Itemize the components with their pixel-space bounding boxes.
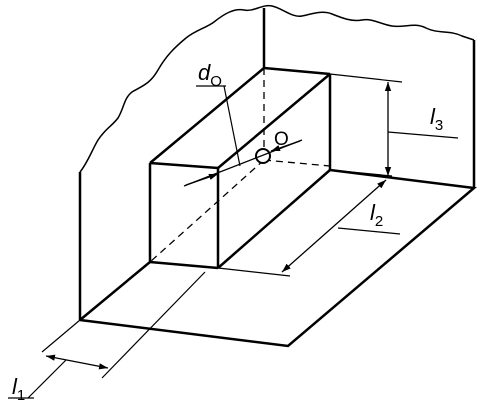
wall-break-line [79,4,475,173]
box-front-bottom-edge [149,260,219,270]
l2-leader [337,227,401,235]
box-front-top-edge [149,161,219,170]
l3-leader [387,131,459,139]
l1-label: l1 [12,374,25,404]
box-top-left-edge [149,67,265,164]
l2-extension-line-2 [329,169,393,177]
point-o-label: O [274,129,289,150]
l1-extension-line [101,271,206,379]
box-top-right-edge [217,73,331,169]
l2-label: l2 [370,200,383,230]
d0-label: dO [198,60,222,90]
l3-extension-line-top [329,73,403,83]
floor-plate [79,168,477,348]
hidden-edge-floor [263,159,331,167]
l1-leader [27,359,67,399]
hidden-edge-diagonal [149,159,265,263]
point-o-circle [255,148,271,164]
l1-extension-line-2 [41,319,81,353]
l2-extension-line [217,267,291,277]
box-bottom-right-edge [217,169,331,269]
l2-dimension-line [281,179,387,273]
l3-label: l3 [430,104,443,134]
floor-back-edge [79,261,151,321]
d0-arrow-left [185,173,219,186]
l1-dimension-line [45,354,109,370]
d0-leader [223,85,241,167]
box-top-back-edge [263,66,331,76]
d0-arrow-right [270,140,301,152]
